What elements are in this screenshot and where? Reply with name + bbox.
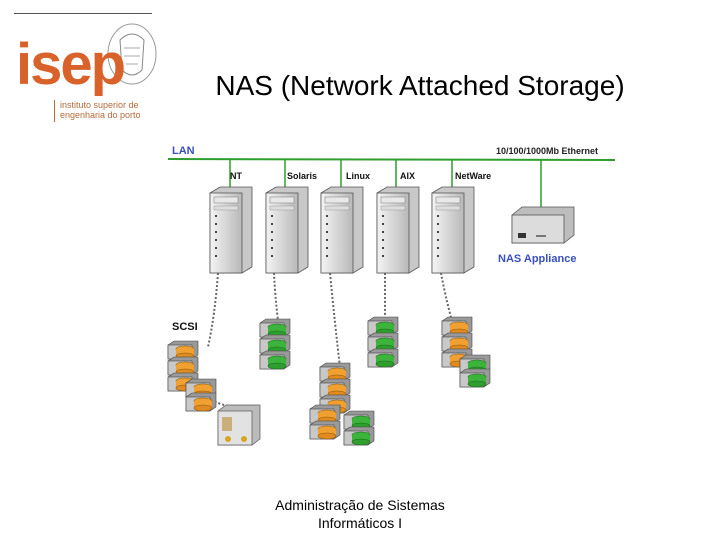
footer-line1: Administração de Sistemas — [275, 497, 445, 513]
server-label-linux: Linux — [346, 171, 370, 181]
server-aix — [376, 186, 420, 274]
logo-subtitle-line2: engenharia do porto — [60, 110, 141, 120]
nas-appliance-label: NAS Appliance — [498, 253, 576, 265]
server-nt — [209, 186, 253, 274]
server-linux — [320, 186, 364, 274]
server-solaris — [265, 186, 309, 274]
storage-stack-linux — [309, 362, 375, 446]
slide-title: NAS (Network Attached Storage) — [215, 70, 625, 101]
storage-stack-aix — [367, 316, 399, 368]
footer-line2: Informáticos I — [317, 515, 403, 531]
server-label-netware: NetWare — [455, 171, 491, 181]
tape-drive — [217, 404, 261, 446]
logo-divider — [54, 100, 55, 122]
logo-wordmark: isep — [16, 32, 126, 97]
lan-label: LAN — [172, 145, 195, 157]
isep-logo: isep instituto superior de engenharia do… — [14, 20, 164, 130]
logo-subtitle-line1: instituto superior de — [60, 100, 139, 110]
server-label-solaris: Solaris — [287, 171, 317, 181]
server-netware — [431, 186, 475, 274]
storage-stack-nt — [167, 340, 217, 412]
lan-drops — [229, 160, 542, 207]
ethernet-label: 10/100/1000Mb Ethernet — [496, 146, 598, 156]
slide-footer: Administração de Sistemas Informáticos I — [250, 496, 470, 532]
nas-appliance — [511, 206, 575, 244]
server-label-aix: AIX — [400, 171, 415, 181]
lan-line — [167, 158, 616, 161]
header-rule — [14, 13, 152, 14]
logo-subtitle: instituto superior de engenharia do port… — [60, 100, 141, 120]
server-label-nt: NT — [230, 171, 242, 181]
scsi-label: SCSI — [172, 321, 198, 333]
nas-diagram: LAN 10/100/1000Mb Ethernet NT Solaris Li… — [167, 145, 616, 446]
storage-stack-solaris — [259, 318, 291, 370]
storage-stack-netware — [441, 316, 491, 388]
seal-icon — [107, 23, 157, 85]
